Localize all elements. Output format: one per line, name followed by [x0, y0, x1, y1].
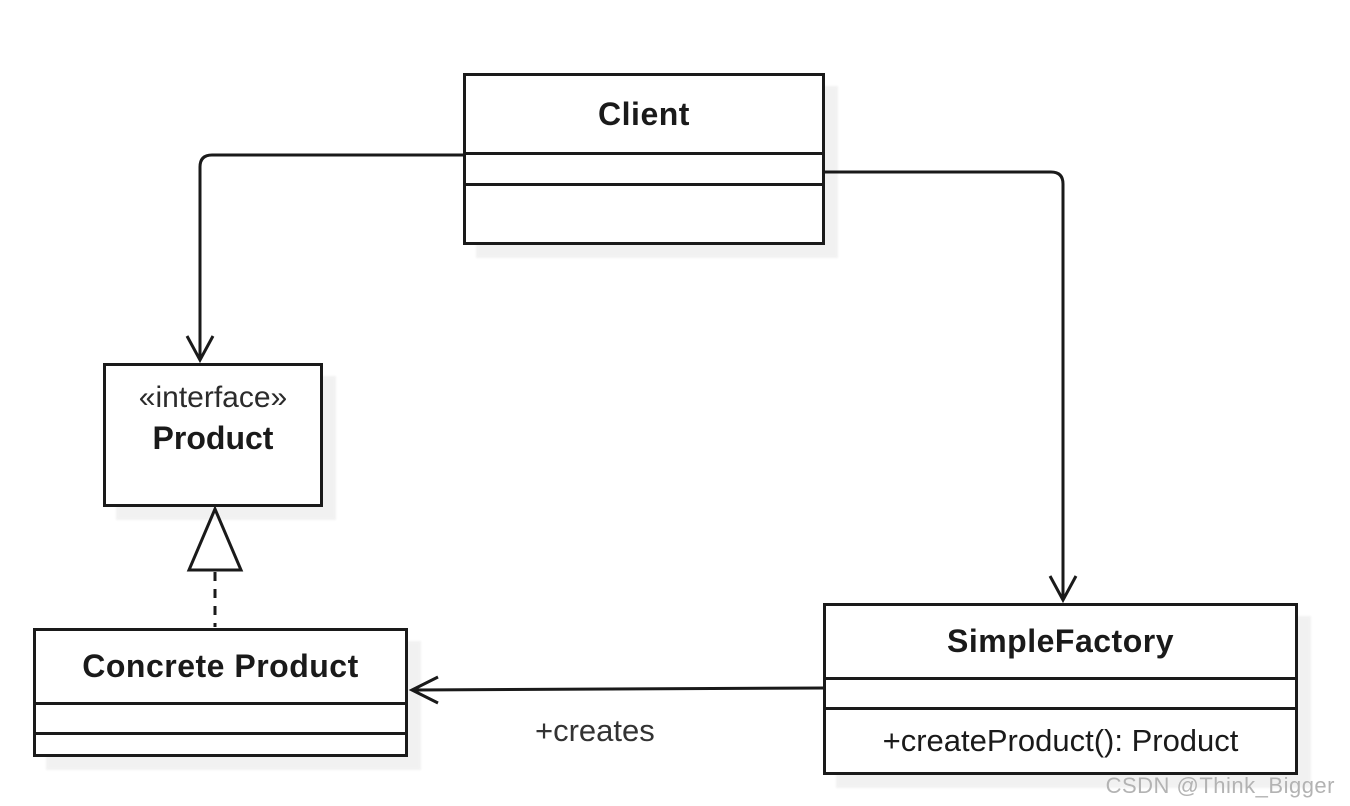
- edge-client-to-simplefactory: [823, 170, 1065, 598]
- class-box-client: Client: [463, 73, 825, 245]
- simple-factory-method: +createProduct(): Product: [826, 707, 1295, 772]
- class-name-simple-factory: SimpleFactory: [946, 623, 1174, 659]
- class-box-product-interface: «interface» Product: [103, 363, 323, 507]
- class-name-concrete-product: Concrete Product: [82, 648, 359, 684]
- edge-client-to-product: [198, 153, 465, 358]
- edge-label-creates: +creates: [535, 713, 655, 748]
- client-methods-section: [466, 183, 822, 242]
- concrete-product-methods-section: [36, 732, 405, 754]
- arrowhead-open-down-icon: [185, 335, 215, 364]
- class-name-client: Client: [598, 95, 690, 132]
- csdn-watermark: CSDN @Think_Bigger: [1105, 773, 1335, 798]
- client-attributes-section: [466, 152, 822, 183]
- arrowhead-open-down-icon: [1048, 575, 1078, 604]
- arrowhead-hollow-triangle-icon: [186, 505, 244, 572]
- product-interface-header: «interface» Product: [106, 366, 320, 460]
- class-box-simple-factory: SimpleFactory +createProduct(): Product: [823, 603, 1298, 775]
- arrowhead-open-left-icon: [408, 675, 439, 705]
- edge-simplefactory-to-concreteproduct: [413, 686, 826, 692]
- concrete-product-attributes-section: [36, 702, 405, 732]
- class-name-product: Product: [152, 420, 274, 456]
- product-stereotype: «interface»: [138, 381, 288, 414]
- simple-factory-attributes-section: [826, 677, 1295, 707]
- class-box-concrete-product: Concrete Product: [33, 628, 408, 757]
